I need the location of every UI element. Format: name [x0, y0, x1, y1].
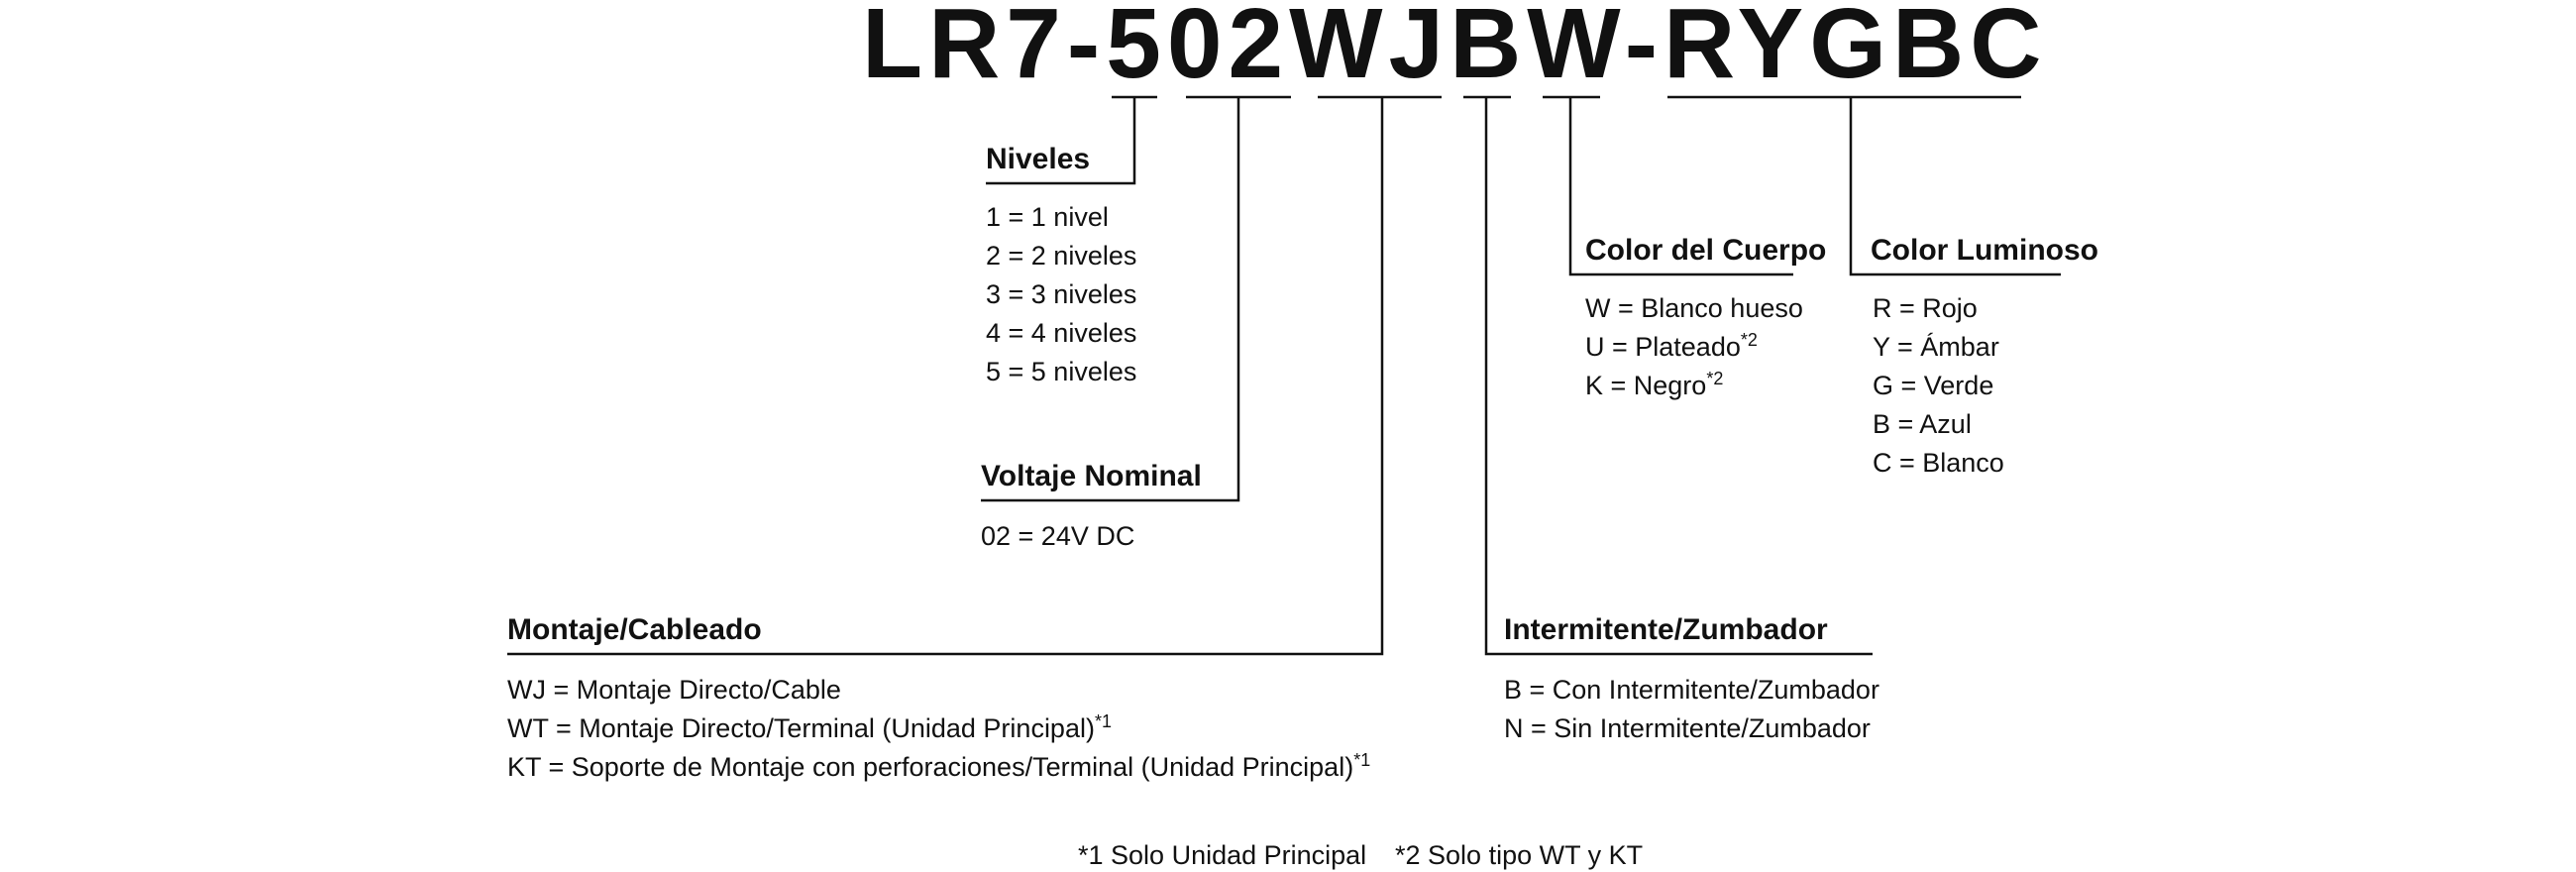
mounting-option-text: WJ = Montaje Directo/Cable [507, 675, 841, 705]
voltage-title: Voltaje Nominal [981, 460, 1202, 492]
body-color-option: K = Negro*2 [1585, 369, 1723, 400]
mounting-option-text: KT = Soporte de Montaje con perforacione… [507, 752, 1353, 782]
body-color-option: U = Plateado*2 [1585, 330, 1758, 362]
code-voltage: 02 [1167, 0, 1289, 99]
body-color-option-text: K = Negro [1585, 371, 1706, 400]
light-color-option: R = Rojo [1873, 293, 1978, 323]
code-light-colors: RYGBC [1664, 0, 2047, 99]
code-prefix: LR7- [862, 0, 1106, 99]
levels-option: 3 = 3 niveles [986, 279, 1136, 309]
model-code: LR7-502WJBW-RYGBC [862, 0, 2047, 99]
section-voltage: Voltaje Nominal 02 = 24V DC [981, 460, 1202, 551]
section-body-color: Color del Cuerpo W = Blanco hueso U = Pl… [1585, 234, 1826, 400]
footnote-ref: *2 [1741, 330, 1758, 350]
code-levels: 5 [1106, 0, 1167, 99]
levels-option: 4 = 4 niveles [986, 318, 1136, 348]
mounting-option-text: WT = Montaje Directo/Terminal (Unidad Pr… [507, 713, 1095, 743]
light-color-option: Y = Ámbar [1873, 332, 1999, 362]
light-color-option: C = Blanco [1873, 448, 2004, 478]
levels-title: Niveles [986, 143, 1090, 175]
connector-lines [507, 97, 2061, 656]
flasher-option: N = Sin Intermitente/Zumbador [1504, 713, 1871, 743]
light-color-option: G = Verde [1873, 371, 1993, 400]
levels-option: 2 = 2 niveles [986, 241, 1136, 271]
connector-mounting [507, 97, 1384, 656]
mounting-title: Montaje/Cableado [507, 613, 762, 646]
footnote-ref: *1 [1095, 711, 1112, 731]
footnote-2: *2 Solo tipo WT y KT [1395, 840, 1643, 870]
section-mounting: Montaje/Cableado WJ = Montaje Directo/Ca… [507, 613, 1370, 782]
section-light-color: Color Luminoso R = Rojo Y = Ámbar G = Ve… [1871, 234, 2098, 478]
mounting-option: KT = Soporte de Montaje con perforacione… [507, 750, 1370, 782]
connector-body-color [1568, 97, 1793, 276]
body-color-option: W = Blanco hueso [1585, 293, 1803, 323]
body-color-option-text: W = Blanco hueso [1585, 293, 1803, 323]
code-body-color: W [1527, 0, 1624, 99]
levels-option: 5 = 5 niveles [986, 357, 1136, 386]
connector-light-colors [1849, 97, 2061, 276]
light-color-title: Color Luminoso [1871, 234, 2098, 267]
footnote-1: *1 Solo Unidad Principal [1078, 840, 1366, 870]
flasher-title: Intermitente/Zumbador [1504, 613, 1828, 646]
footnote-ref: *1 [1353, 750, 1370, 770]
voltage-option: 02 = 24V DC [981, 521, 1134, 551]
body-color-option-text: U = Plateado [1585, 332, 1741, 362]
levels-option: 1 = 1 nivel [986, 202, 1109, 232]
section-levels: Niveles 1 = 1 nivel 2 = 2 niveles 3 = 3 … [986, 143, 1136, 386]
code-flasher: B [1449, 0, 1527, 99]
body-color-title: Color del Cuerpo [1585, 234, 1826, 267]
footnotes: *1 Solo Unidad Principal *2 Solo tipo WT… [1078, 840, 1643, 870]
code-dash: - [1625, 0, 1664, 99]
flasher-option: B = Con Intermitente/Zumbador [1504, 675, 1879, 705]
mounting-option: WT = Montaje Directo/Terminal (Unidad Pr… [507, 711, 1112, 743]
section-flasher: Intermitente/Zumbador B = Con Intermiten… [1504, 613, 1879, 743]
connector-flasher [1484, 97, 1873, 656]
mounting-option: WJ = Montaje Directo/Cable [507, 675, 841, 705]
connector-voltage [981, 97, 1240, 502]
code-mounting: WJ [1289, 0, 1449, 99]
connector-levels [986, 97, 1136, 185]
footnote-ref: *2 [1706, 369, 1723, 388]
light-color-option: B = Azul [1873, 409, 1972, 439]
